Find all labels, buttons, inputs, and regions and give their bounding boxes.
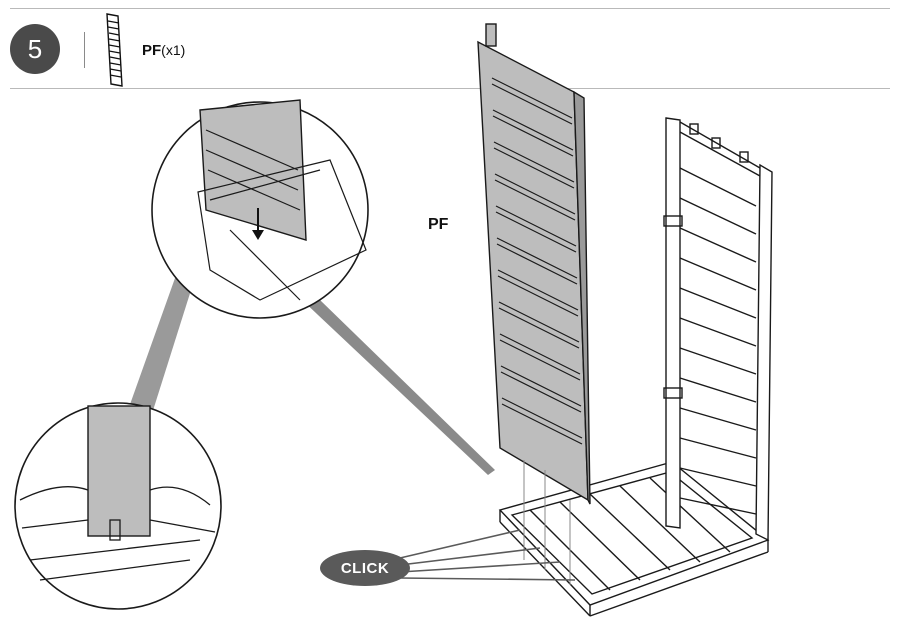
base-frame [498,461,770,617]
step-number-badge: 5 [10,24,60,74]
pf-panel [477,23,591,505]
part-quantity: (x1) [161,42,186,58]
side-frame-panel [663,117,773,542]
panel-label: PF [428,216,449,233]
panel-icon [106,13,123,87]
click-badge: CLICK [320,550,410,586]
part-label: PF(x1) [142,42,185,59]
header-separator [84,32,85,68]
detail-circle-lower [14,402,222,610]
header-top-rule [10,8,890,9]
callout-wedge-main [300,298,495,475]
click-pointer-lines [399,529,576,581]
detail-circle-upper [151,99,369,319]
header-bottom-rule [10,88,890,89]
guide-lines [523,460,571,585]
part-code: PF [142,42,162,59]
